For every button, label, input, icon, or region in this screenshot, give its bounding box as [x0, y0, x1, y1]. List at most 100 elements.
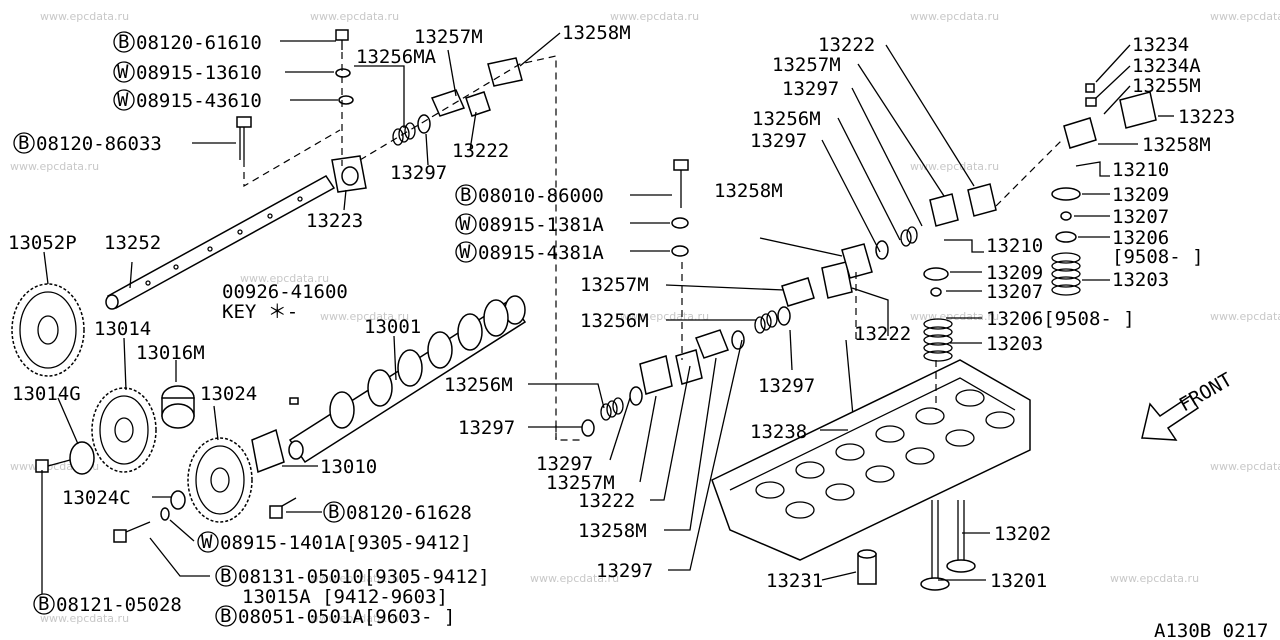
callout-label[interactable]: 13014G — [12, 383, 81, 405]
rocker-arm — [967, 183, 997, 217]
callout-label[interactable]: 13255M — [1132, 75, 1201, 97]
callout-label[interactable]: 13257M — [580, 274, 649, 296]
callout-label[interactable]: B 08010-86000 — [455, 184, 604, 207]
callout-label[interactable]: 13207 — [1112, 206, 1169, 228]
callout-label[interactable]: 13234 — [1132, 34, 1189, 56]
rocker-arm — [639, 355, 673, 395]
seat-icon — [1055, 231, 1077, 243]
callout-label[interactable]: 13256MA — [356, 46, 437, 68]
callout-label[interactable]: 13234A — [1132, 55, 1201, 77]
watermark-text: www.epcdata.ru — [10, 160, 99, 173]
svg-text:08120-61610: 08120-61610 — [136, 32, 262, 54]
callout-label[interactable]: 13010 — [320, 456, 377, 478]
sprocket — [11, 283, 85, 377]
callout-label[interactable]: 13297 — [458, 417, 515, 439]
callout-label[interactable]: B 08120-61610 — [113, 31, 262, 54]
callout-label[interactable]: 13203 — [986, 333, 1043, 355]
rocker-shaft — [105, 175, 336, 310]
callout-label[interactable]: 13256M — [580, 310, 649, 332]
callout-label[interactable]: 13209 — [1112, 184, 1169, 206]
washer-icon — [671, 245, 689, 257]
watermark-text: www.epcdata.ru — [40, 10, 129, 23]
svg-text:08051-0501A[9603- ]: 08051-0501A[9603- ] — [238, 606, 455, 628]
callout-label[interactable]: B 08131-05010[9305-9412] — [215, 565, 490, 588]
callout-label[interactable]: 13297 — [782, 78, 839, 100]
callout-label[interactable]: 13252 — [104, 232, 161, 254]
callout-label[interactable]: 13297 — [596, 560, 653, 582]
callout-label[interactable]: 13001 — [364, 316, 421, 338]
callout-label[interactable]: 13256M — [752, 108, 821, 130]
callout-label[interactable]: 13206 — [1112, 227, 1169, 249]
watermark-text: www.epcdata.ru — [310, 10, 399, 23]
callout-label[interactable]: 13207 — [986, 281, 1043, 303]
washer-icon — [629, 386, 643, 406]
callout-label[interactable]: 13202 — [994, 523, 1051, 545]
callout-label[interactable]: 13257M — [772, 54, 841, 76]
bolt-icon — [269, 497, 297, 519]
svg-text:08120-61628: 08120-61628 — [346, 502, 472, 524]
front-label: FRONT — [1176, 369, 1237, 417]
front-arrow-icon — [1141, 394, 1200, 441]
callout-label[interactable]: 13052P — [8, 232, 77, 254]
callout-label[interactable]: 13223 — [1178, 106, 1235, 128]
bolt-icon — [335, 29, 349, 50]
callout-label[interactable]: W 08915-43610 — [113, 89, 262, 112]
callout-label[interactable]: 13209 — [986, 262, 1043, 284]
callout-label[interactable]: 13258M — [578, 520, 647, 542]
callout-label[interactable]: 13297 — [758, 375, 815, 397]
callout-label[interactable]: 13201 — [990, 570, 1047, 592]
callout-label[interactable]: 13297 — [536, 453, 593, 475]
part-labels: B 08120-61610 W 08915-13610 W 08915-4361… — [8, 22, 1268, 640]
svg-text:W: W — [201, 531, 213, 553]
washer-icon — [417, 114, 431, 134]
washer-icon — [671, 217, 689, 229]
callout-label[interactable]: W 08915-4381A — [455, 241, 604, 264]
svg-text:B: B — [220, 605, 231, 627]
callout-label[interactable]: 13016M — [136, 342, 205, 364]
callout-label[interactable]: 13258M — [714, 180, 783, 202]
callout-label[interactable]: 13222 — [818, 34, 875, 56]
callout-label[interactable]: 13014 — [94, 318, 151, 340]
svg-text:B: B — [220, 565, 231, 587]
callout-label[interactable]: B 08120-86033 — [13, 132, 162, 155]
rocker-arm — [781, 277, 815, 307]
bracket — [675, 349, 703, 385]
callout-label[interactable]: 13210 — [986, 235, 1043, 257]
svg-text:W: W — [459, 213, 471, 235]
seal-icon — [930, 287, 942, 297]
callout-label[interactable]: 13238 — [750, 421, 807, 443]
bracket-hole — [341, 166, 359, 186]
callout-label[interactable]: [9508- ] — [1112, 246, 1204, 268]
callout-label[interactable]: 13222 — [578, 490, 635, 512]
diagram-code: A130B 0217 — [1154, 620, 1268, 640]
callout-label[interactable]: 13257M — [414, 26, 483, 48]
callout-label[interactable]: 13223 — [306, 210, 363, 232]
callout-label[interactable]: 13015A [9412-9603] — [242, 586, 448, 608]
callout-label[interactable]: 13297 — [390, 162, 447, 184]
callout-label[interactable]: 13210 — [1112, 159, 1169, 181]
callout-label[interactable]: 13206[9508- ] — [986, 308, 1135, 330]
callout-label[interactable]: W 08915-13610 — [113, 61, 262, 84]
callout-label[interactable]: 13258M — [1142, 134, 1211, 156]
callout-label[interactable]: 13297 — [750, 130, 807, 152]
bolt-icon — [236, 116, 252, 160]
callout-label[interactable]: 13203 — [1112, 269, 1169, 291]
svg-text:08915-4381A: 08915-4381A — [478, 242, 604, 264]
callout-label[interactable]: 13222 — [452, 140, 509, 162]
callout-label[interactable]: W 08915-1381A — [455, 213, 604, 236]
callout-label[interactable]: 13257M — [546, 472, 615, 494]
sprocket — [187, 437, 253, 523]
callout-label[interactable]: B 08120-61628 — [323, 501, 472, 524]
callout-label[interactable]: 13222 — [854, 323, 911, 345]
callout-label[interactable]: 13258M — [562, 22, 631, 44]
callout-label[interactable]: 13024C — [62, 487, 131, 509]
callout-label[interactable]: 13231 — [766, 570, 823, 592]
svg-text:08915-1381A: 08915-1381A — [478, 214, 604, 236]
callout-label[interactable]: 13256M — [444, 374, 513, 396]
callout-label[interactable]: B 08051-0501A[9603- ] — [215, 605, 455, 628]
valve — [920, 500, 950, 591]
callout-label[interactable]: W 08915-1401A[9305-9412] — [197, 531, 472, 554]
callout-label[interactable]: 13024 — [200, 383, 257, 405]
callout-label[interactable]: B 08121-05028 — [33, 593, 182, 616]
watermark-text: www.epcdata.ru — [310, 572, 399, 585]
